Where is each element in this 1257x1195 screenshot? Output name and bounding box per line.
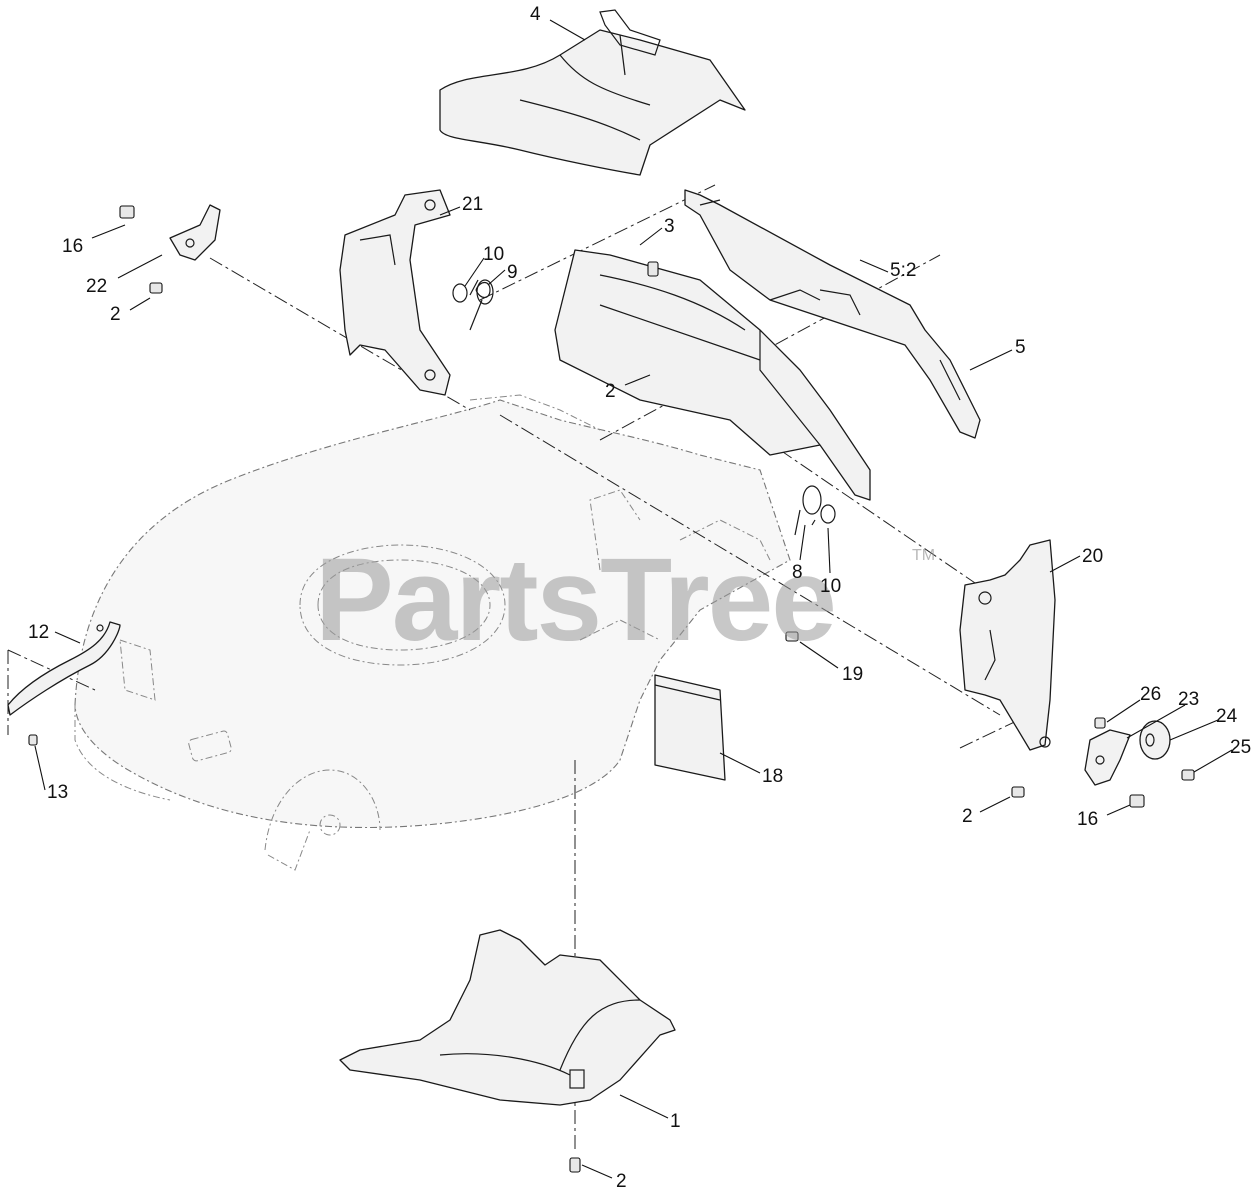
callout-21: 21 xyxy=(462,194,483,215)
plate-part-23 xyxy=(1084,729,1131,786)
callout-19: 19 xyxy=(842,664,863,685)
callout-20: 20 xyxy=(1082,546,1103,567)
plate-part-22 xyxy=(169,204,221,261)
bolt-hardware xyxy=(28,205,1195,1173)
callout-2-bottom: 2 xyxy=(616,1171,627,1192)
callout-10-right: 10 xyxy=(820,576,841,597)
spring-part-8 xyxy=(794,485,822,536)
callout-5-2: 5:2 xyxy=(890,260,916,281)
callout-4: 4 xyxy=(530,4,541,25)
handle-part-5 xyxy=(684,189,981,439)
washer-part-10-right xyxy=(820,504,836,524)
spring-part-9 xyxy=(469,279,494,331)
bracket-part-20 xyxy=(959,539,1056,751)
callout-13: 13 xyxy=(47,782,68,803)
leader-lines xyxy=(34,19,1233,1179)
callout-26: 26 xyxy=(1140,684,1161,705)
callout-12: 12 xyxy=(28,622,49,643)
callout-2-center: 2 xyxy=(605,381,616,402)
callout-25: 25 xyxy=(1230,737,1251,758)
callout-3: 3 xyxy=(664,216,675,237)
rear-door-part-4 xyxy=(439,9,746,176)
watermark-text: PartsTree xyxy=(315,534,835,666)
washer-part-10-left xyxy=(452,283,468,303)
callout-labels: 4 21 16 22 2 10 9 3 5:2 5 2 20 8 10 12 1… xyxy=(28,4,1251,1192)
callout-8: 8 xyxy=(792,562,803,583)
deflector-part-1 xyxy=(339,929,676,1106)
callout-16-right: 16 xyxy=(1077,809,1098,830)
callout-1: 1 xyxy=(670,1111,681,1132)
callout-22: 22 xyxy=(86,276,107,297)
flap-part-18 xyxy=(654,674,726,781)
callout-24: 24 xyxy=(1216,706,1238,727)
callout-2-left: 2 xyxy=(110,304,121,325)
height-bar-part-12 xyxy=(7,621,121,716)
callout-5: 5 xyxy=(1015,337,1026,358)
callout-2-right: 2 xyxy=(962,806,973,827)
washer-part-24 xyxy=(1139,720,1171,760)
baffle-part-3 xyxy=(554,249,871,501)
callout-10-left: 10 xyxy=(483,244,504,265)
watermark-trademark: TM xyxy=(912,547,935,564)
callout-16-left: 16 xyxy=(62,236,83,257)
callout-9: 9 xyxy=(507,262,518,283)
callout-18: 18 xyxy=(762,766,783,787)
bracket-part-21 xyxy=(339,189,451,396)
mower-deck-phantom xyxy=(74,394,791,871)
callout-23: 23 xyxy=(1178,689,1199,710)
watermark: PartsTree TM xyxy=(315,534,935,666)
